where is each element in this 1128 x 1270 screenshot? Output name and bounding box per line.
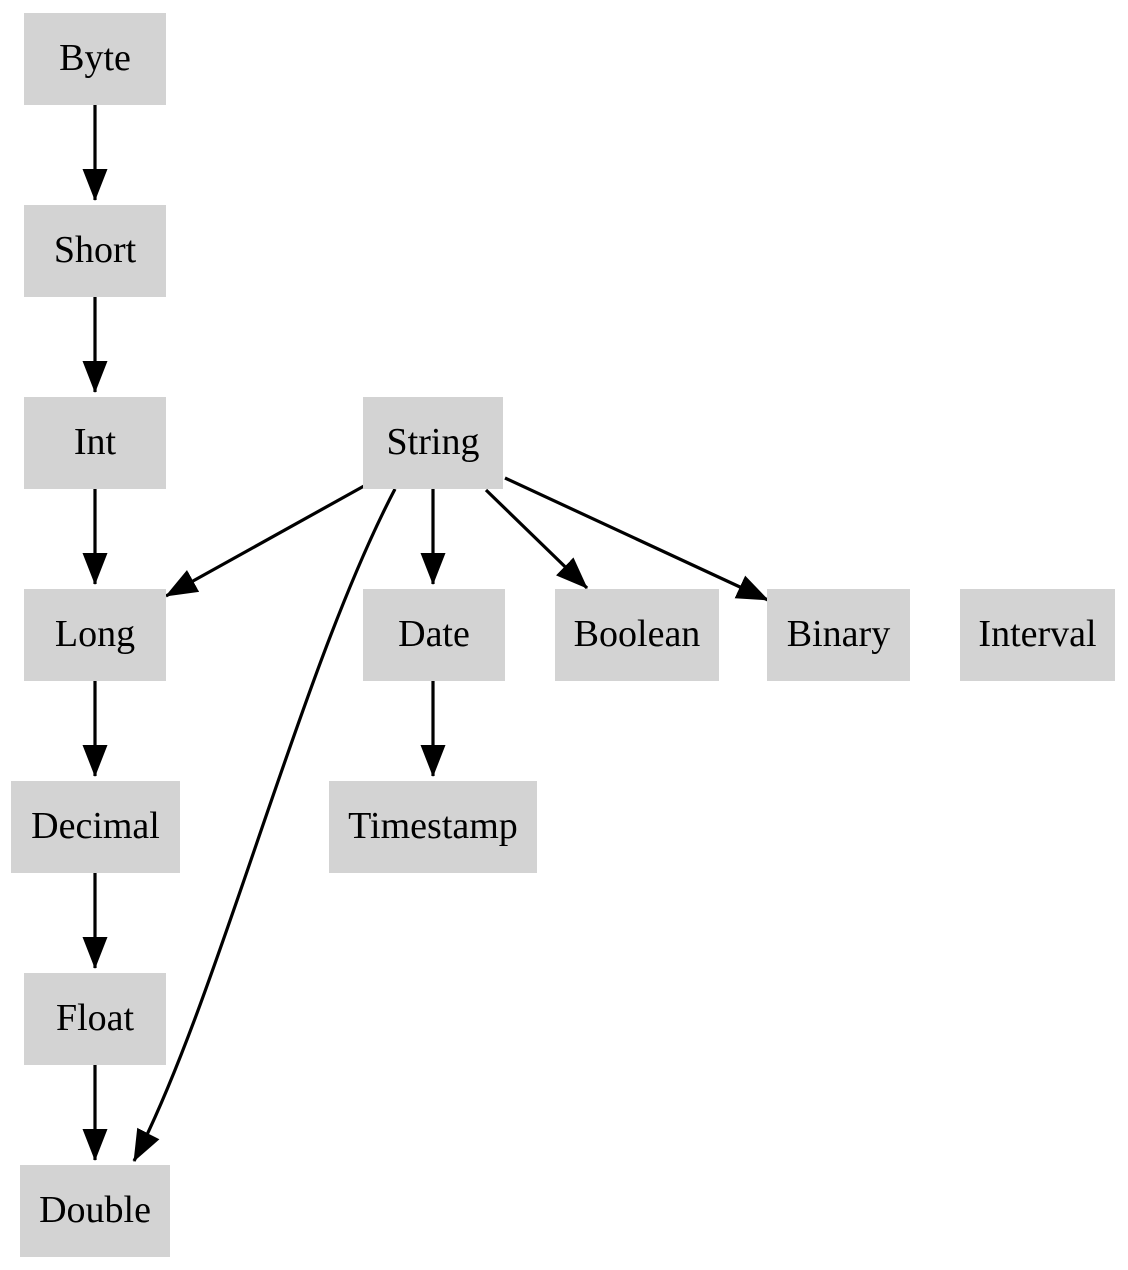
node-label: Boolean xyxy=(573,613,701,655)
node-label: Interval xyxy=(978,613,1097,655)
node-byte: Byte xyxy=(24,13,166,105)
edge-string-boolean xyxy=(484,488,589,590)
node-double: Double xyxy=(20,1165,170,1257)
node-label: Byte xyxy=(59,37,131,79)
node-int: Int xyxy=(24,397,166,489)
node-long: Long xyxy=(24,589,166,681)
node-label: Double xyxy=(39,1189,151,1231)
node-boolean: Boolean xyxy=(555,589,719,681)
node-short: Short xyxy=(24,205,166,297)
node-decimal: Decimal xyxy=(11,781,180,873)
edge-string-binary xyxy=(504,476,769,602)
node-label: Date xyxy=(398,613,470,655)
node-label: Float xyxy=(55,997,135,1039)
node-label: Timestamp xyxy=(348,805,518,847)
node-interval: Interval xyxy=(960,589,1115,681)
node-date: Date xyxy=(363,589,505,681)
node-label: Long xyxy=(54,613,136,655)
node-label: Int xyxy=(73,421,117,463)
node-label: Decimal xyxy=(31,805,160,847)
node-label: Short xyxy=(53,229,137,271)
node-binary: Binary xyxy=(767,589,910,681)
node-label: Binary xyxy=(786,613,891,655)
edge-string-long xyxy=(165,484,365,598)
node-label: String xyxy=(386,421,480,463)
node-float: Float xyxy=(24,973,166,1065)
node-string: String xyxy=(363,397,503,489)
node-timestamp: Timestamp xyxy=(329,781,537,873)
